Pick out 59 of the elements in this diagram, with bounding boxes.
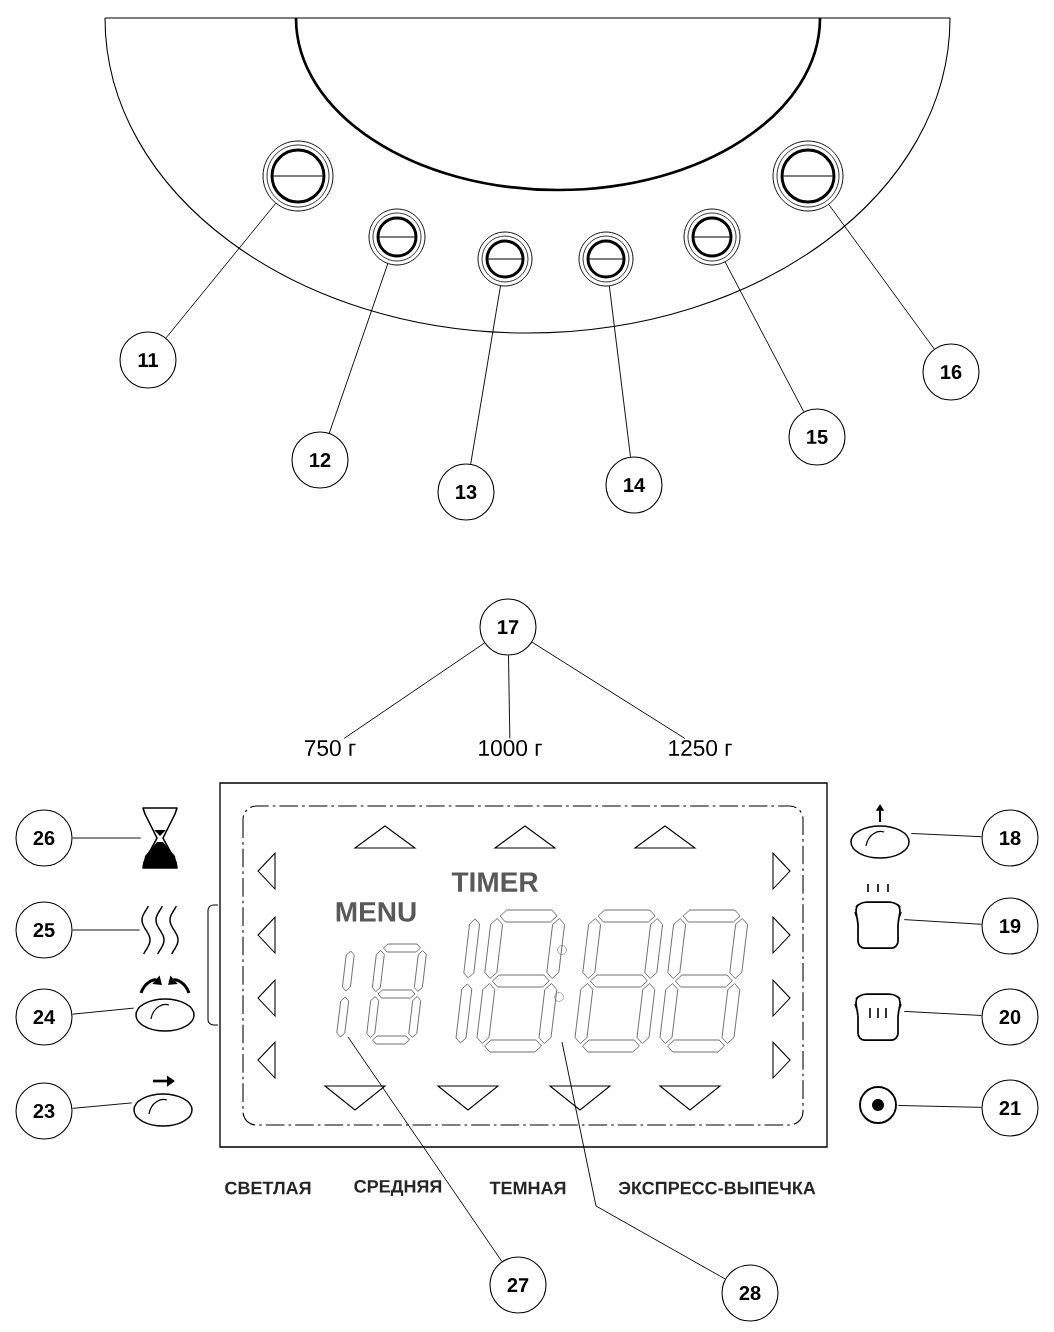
display-label: MENU xyxy=(336,902,416,922)
leader-line xyxy=(71,1102,133,1109)
leader-line xyxy=(724,261,805,413)
leader-line xyxy=(531,641,686,739)
button xyxy=(578,231,634,287)
callout-number: 14 xyxy=(605,456,663,514)
steam-icon xyxy=(141,905,179,955)
leader-line xyxy=(72,929,141,931)
mode-label: ТЕМНАЯ xyxy=(489,1181,566,1195)
display-label: TIMER xyxy=(451,872,538,892)
button xyxy=(262,140,334,212)
callout-number: 18 xyxy=(981,809,1039,867)
mode-label: СВЕТЛАЯ xyxy=(225,1181,311,1195)
callout-number: 21 xyxy=(981,1079,1039,1137)
leader-line xyxy=(608,285,631,458)
callout-number: 15 xyxy=(788,408,846,466)
toast-icon xyxy=(854,993,902,1041)
callout-number: 11 xyxy=(119,331,177,389)
button xyxy=(772,140,844,212)
bread-icon xyxy=(133,1075,193,1127)
callout-number: 19 xyxy=(981,897,1039,955)
button xyxy=(683,208,741,266)
leader-line xyxy=(903,919,982,925)
target-icon xyxy=(859,1086,897,1124)
callout-number: 28 xyxy=(721,1264,779,1322)
callout-number: 26 xyxy=(15,809,73,867)
leader-line xyxy=(72,837,142,839)
weight-label: 1000 г xyxy=(479,740,542,757)
leader-line xyxy=(561,1041,726,1280)
callout-number: 17 xyxy=(479,598,537,656)
weight-label: 1250 г xyxy=(669,740,732,757)
mode-label: СРЕДНЯЯ xyxy=(354,1179,442,1197)
button xyxy=(477,231,533,287)
callout-number: 27 xyxy=(489,1256,547,1314)
leader-line xyxy=(828,204,935,350)
hourglass-icon xyxy=(142,807,178,869)
leader-line xyxy=(897,1105,982,1108)
leader-line xyxy=(508,655,511,739)
callout-number: 25 xyxy=(15,901,73,959)
callout-number: 23 xyxy=(15,1082,73,1140)
leader-line xyxy=(910,833,982,838)
leader-line xyxy=(71,1007,135,1015)
button xyxy=(368,208,426,266)
callout-number: 24 xyxy=(15,988,73,1046)
bread-icon xyxy=(850,804,910,859)
bread-icon xyxy=(135,975,195,1032)
leader-line xyxy=(347,1036,503,1262)
leader-line xyxy=(343,642,485,739)
leader-line xyxy=(903,1010,982,1016)
mode-label: ЭКСПРЕСС-ВЫПЕЧКА xyxy=(618,1181,816,1195)
callout-number: 16 xyxy=(922,343,980,401)
leader-line xyxy=(470,285,501,465)
callout-number: 20 xyxy=(981,988,1039,1046)
leader-line xyxy=(165,202,277,339)
toast-icon xyxy=(854,883,902,949)
leader-line xyxy=(328,263,389,434)
callout-number: 13 xyxy=(437,463,495,521)
weight-label: 750 г xyxy=(305,740,356,757)
callout-number: 12 xyxy=(291,431,349,489)
